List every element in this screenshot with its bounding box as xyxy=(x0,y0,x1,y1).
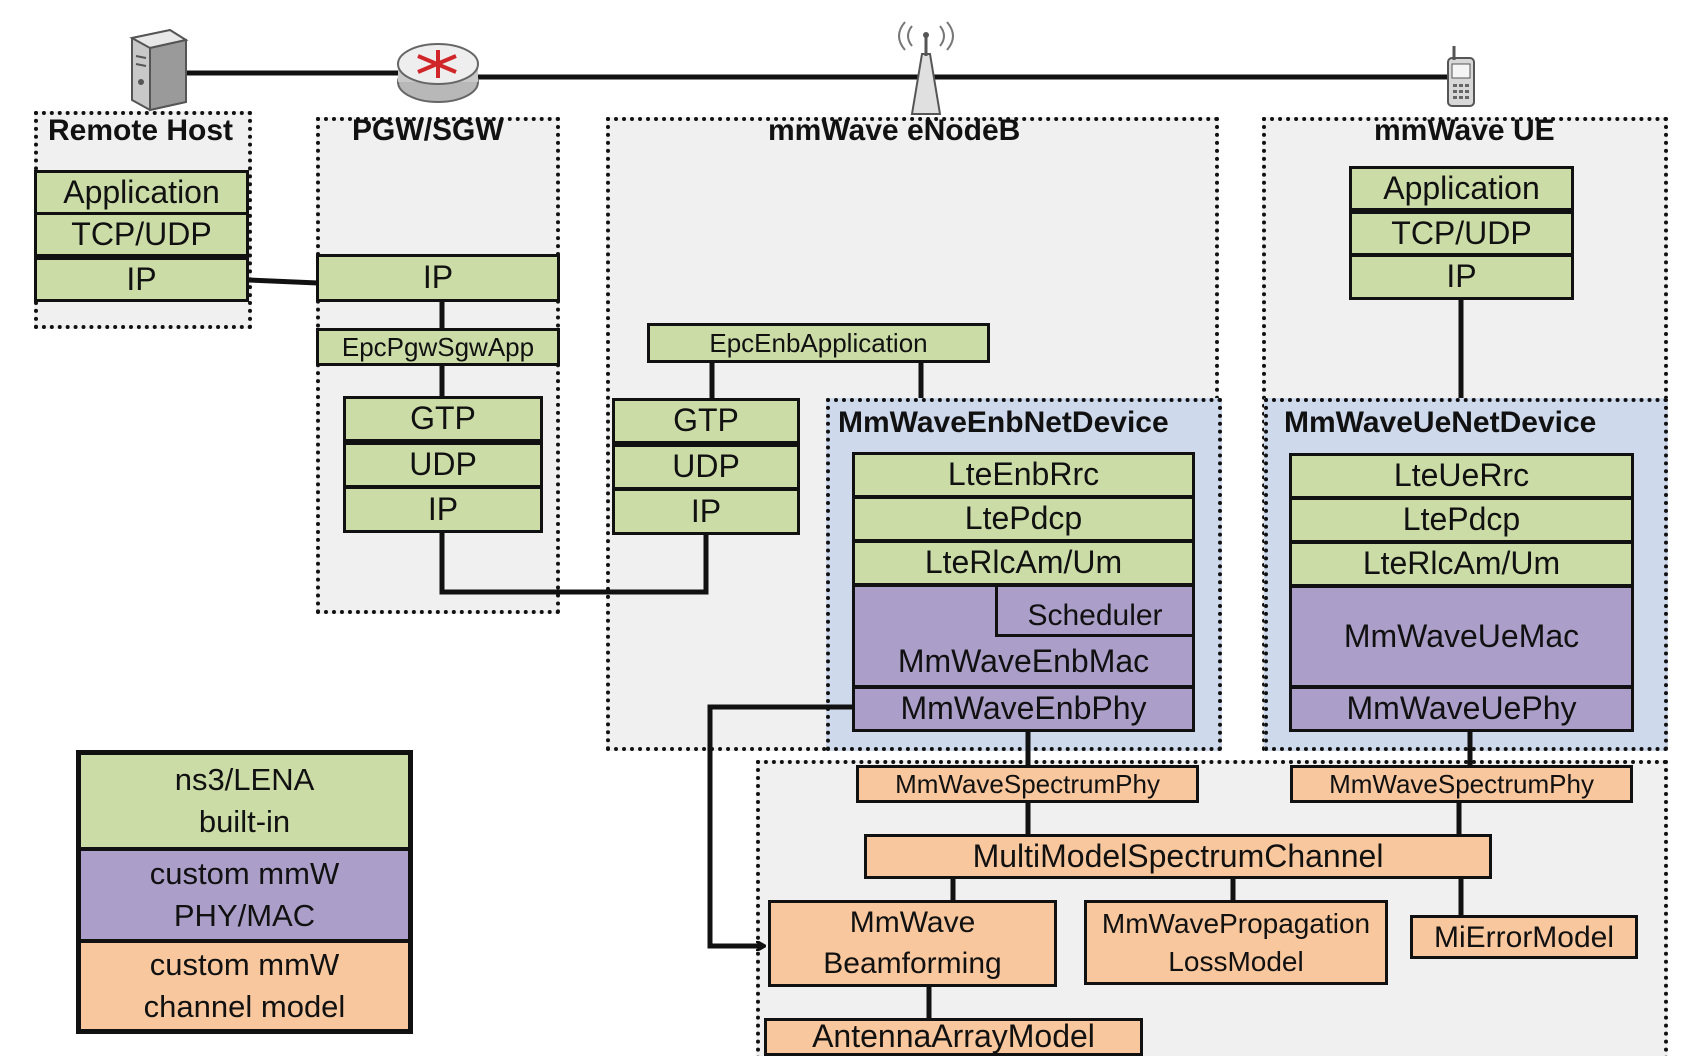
legend-item-channel: custom mmW channel model xyxy=(81,939,408,1029)
server-icon xyxy=(129,28,189,112)
pgw-gtp: GTP xyxy=(343,396,543,442)
pgw-ip: IP xyxy=(316,254,560,302)
remote-host-ip: IP xyxy=(34,257,249,302)
legend: ns3/LENA built-in custom mmW PHY/MAC cus… xyxy=(76,750,413,1034)
ue-application: Application xyxy=(1349,166,1574,211)
legend-phymac-line-1: custom mmW xyxy=(149,856,340,892)
multi-model-spectrum-channel: MultiModelSpectrumChannel xyxy=(864,834,1492,879)
propagation-line-2: LossModel xyxy=(1168,945,1304,977)
enb-phy: MmWaveEnbPhy xyxy=(852,686,1195,732)
enodeb-title: mmWave eNodeB xyxy=(768,114,1021,147)
ue-pdcp: LtePdcp xyxy=(1289,497,1634,543)
ue-title: mmWave UE xyxy=(1374,114,1555,147)
pgw-udp: UDP xyxy=(343,442,543,488)
antenna-tower-icon xyxy=(898,21,954,115)
pgw-sgw-title: PGW/SGW xyxy=(352,114,504,147)
mmwave-propagation-loss-model: MmWavePropagation LossModel xyxy=(1084,900,1388,985)
antenna-array-model: AntennaArrayModel xyxy=(764,1018,1143,1056)
mmwave-beamforming: MmWave Beamforming xyxy=(768,900,1057,987)
legend-item-ns3: ns3/LENA built-in xyxy=(81,755,408,847)
link-enbphy-beamforming-arrow xyxy=(707,704,855,946)
remote-host-application: Application xyxy=(34,170,249,215)
ue-rrc: LteUeRrc xyxy=(1289,453,1634,499)
pgw-epc-app: EpcPgwSgwApp xyxy=(316,328,560,366)
enb-epc-app: EpcEnbApplication xyxy=(647,323,990,363)
ue-net-device-title: MmWaveUeNetDevice xyxy=(1284,406,1597,439)
link-gtp-tunnel xyxy=(439,532,709,595)
enb-rrc: LteEnbRrc xyxy=(852,452,1195,498)
propagation-line-1: MmWavePropagation xyxy=(1101,907,1371,939)
ue-tcp-udp: TCP/UDP xyxy=(1349,211,1574,256)
enb-gtp: GTP xyxy=(612,398,800,444)
ue-rlc: LteRlcAm/Um xyxy=(1289,541,1634,587)
enb-pdcp: LtePdcp xyxy=(852,496,1195,542)
enb-scheduler: Scheduler xyxy=(995,584,1195,637)
ue-mac: MmWaveUeMac xyxy=(1289,585,1634,688)
ue-spectrum-phy: MmWaveSpectrumPhy xyxy=(1290,765,1633,803)
mobile-phone-icon xyxy=(1447,46,1475,107)
legend-ns3-line-2: built-in xyxy=(198,804,291,839)
enb-spectrum-phy: MmWaveSpectrumPhy xyxy=(856,765,1199,803)
router-icon xyxy=(397,43,479,103)
ue-ip: IP xyxy=(1349,254,1574,300)
enb-net-device-title: MmWaveEnbNetDevice xyxy=(838,406,1169,439)
enb-udp: UDP xyxy=(612,444,800,490)
legend-item-phy-mac: custom mmW PHY/MAC xyxy=(81,847,408,939)
mi-error-model: MiErrorModel xyxy=(1410,915,1638,959)
remote-host-tcp-udp: TCP/UDP xyxy=(34,212,249,257)
link-host-ip-pgw-ip xyxy=(248,277,319,286)
legend-ns3-line-1: ns3/LENA xyxy=(174,762,315,798)
enb-rlc: LteRlcAm/Um xyxy=(852,540,1195,586)
beamforming-line-1: MmWave xyxy=(849,906,976,939)
legend-phymac-line-2: PHY/MAC xyxy=(173,898,316,933)
legend-channel-line-2: channel model xyxy=(143,989,346,1024)
remote-host-title: Remote Host xyxy=(48,114,234,147)
ue-phy: MmWaveUePhy xyxy=(1289,686,1634,732)
beamforming-line-2: Beamforming xyxy=(823,946,1002,980)
pgw-ip-lower: IP xyxy=(343,486,543,533)
enb-ip: IP xyxy=(612,488,800,535)
legend-channel-line-1: custom mmW xyxy=(149,947,340,983)
